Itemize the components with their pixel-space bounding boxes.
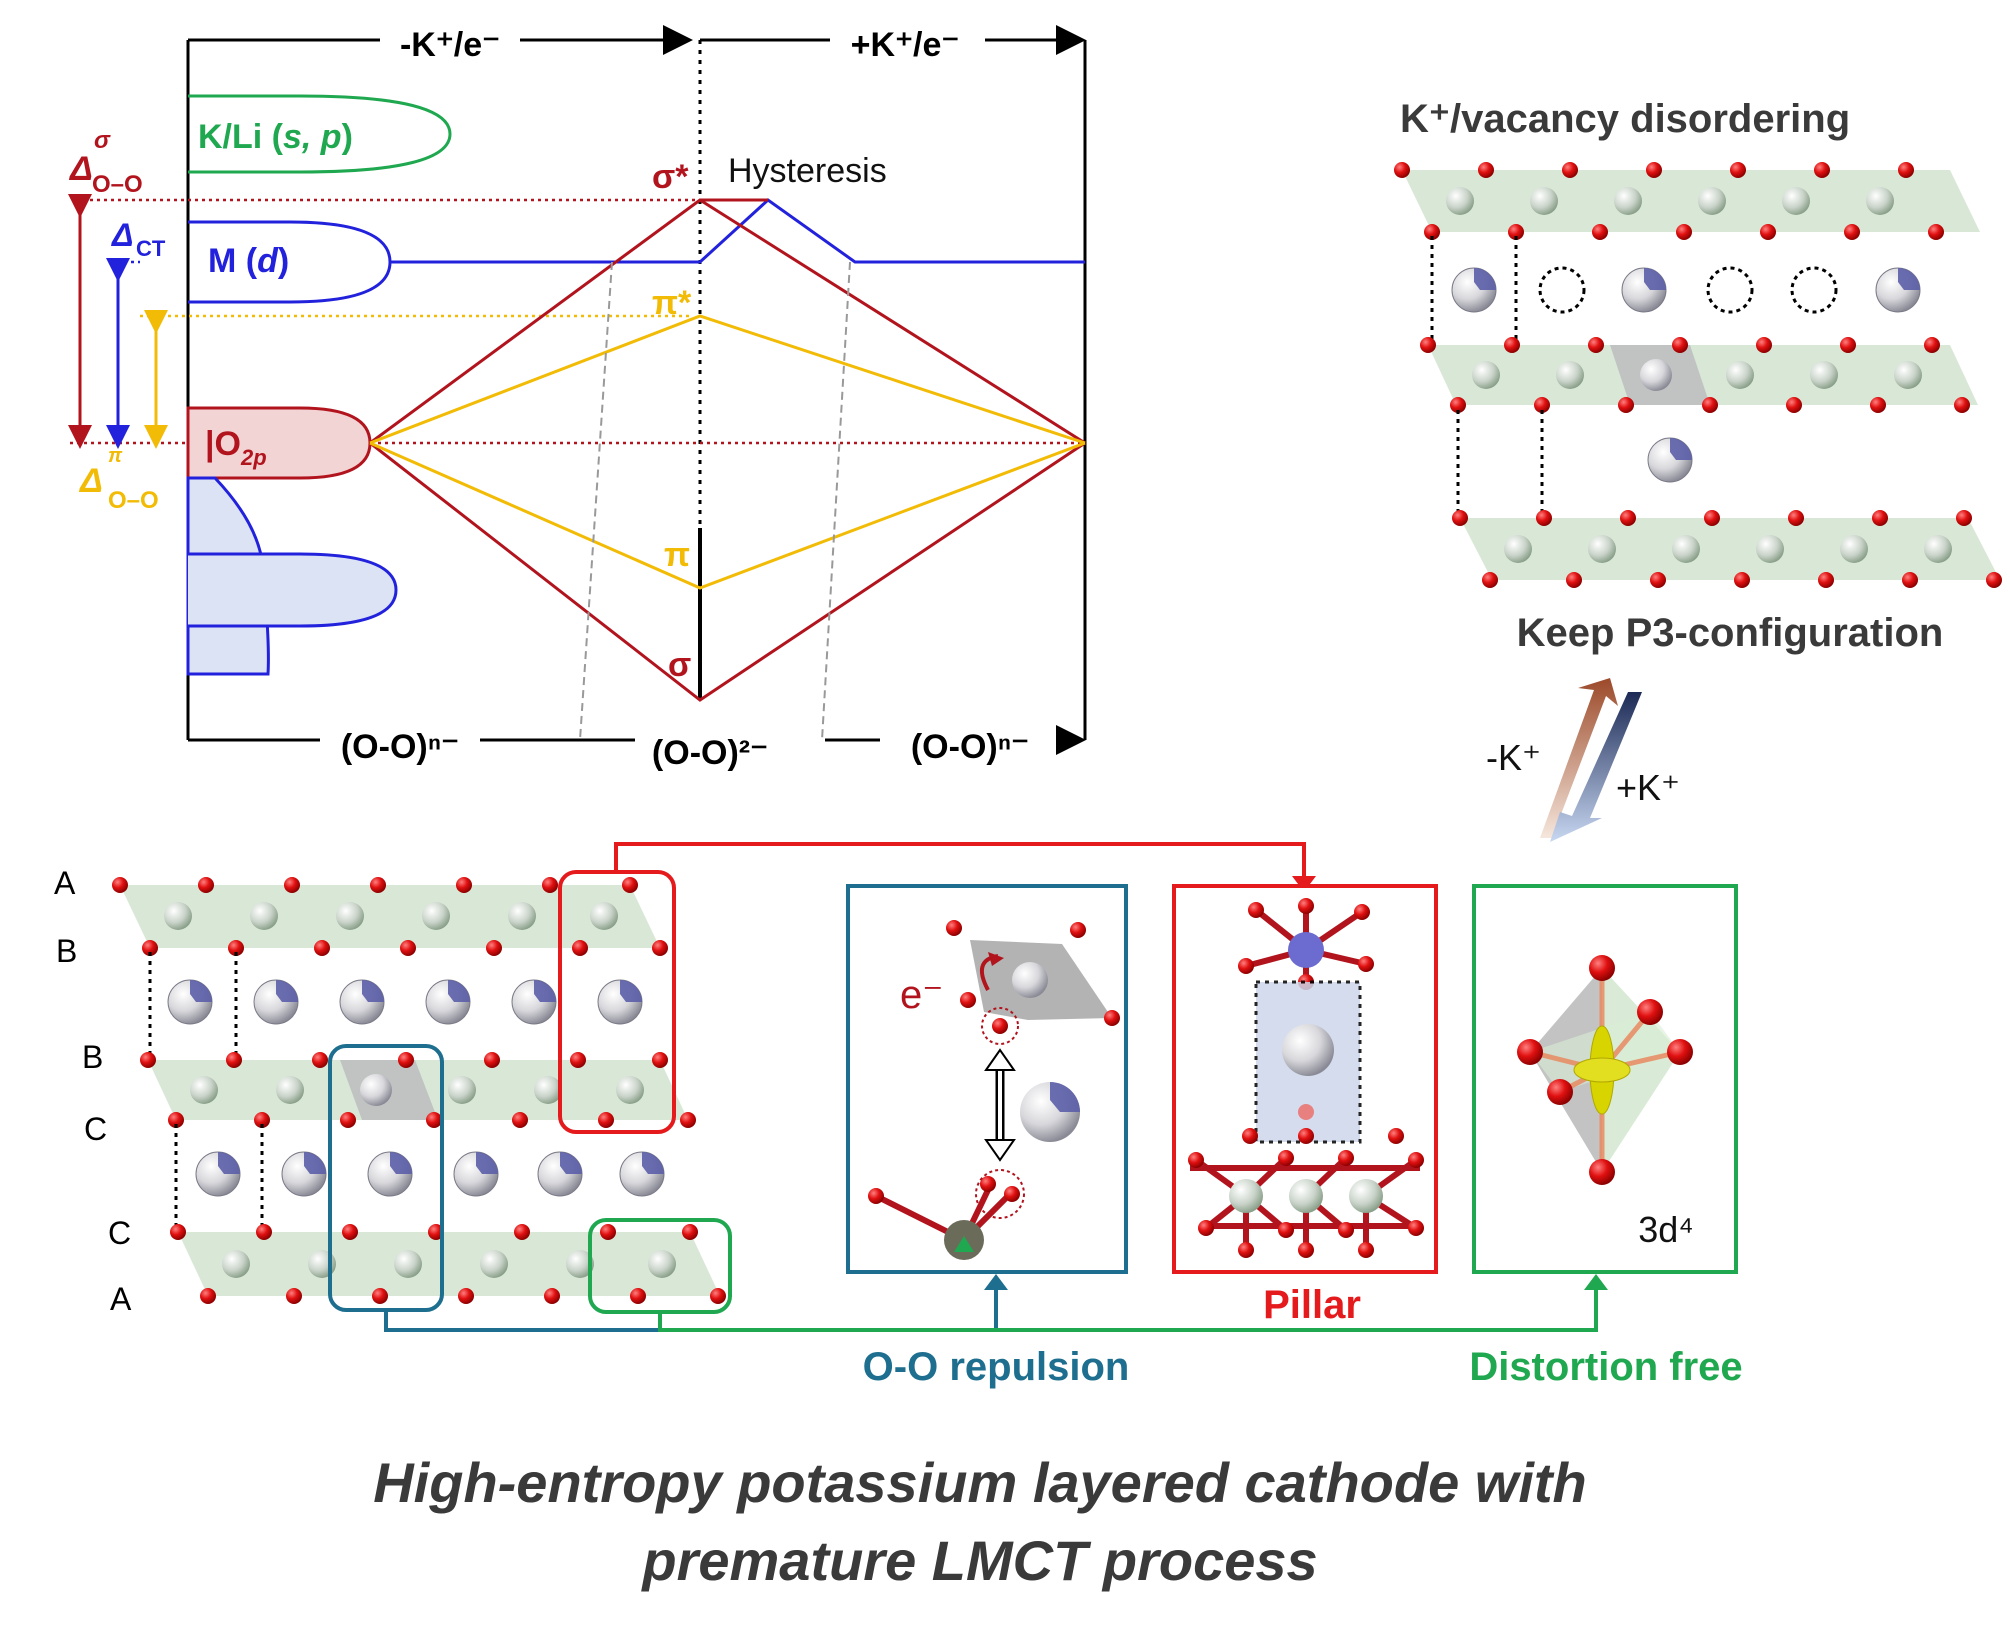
connectors [384,842,1608,1332]
electron-config-label: 3d⁴ [1638,1209,1694,1250]
delta-ct-label: Δ [111,217,133,253]
pi-star-line [369,314,1086,445]
title-line-1: High-entropy potassium layered cathode w… [373,1451,1587,1514]
bottom-center-label: (O-O)²⁻ [652,734,768,772]
o2p-label: |O2p [205,425,267,470]
oo-repulsion-label: O-O repulsion [863,1345,1130,1389]
delta-ct-sub: CT [136,236,166,261]
top-left-label: -K⁺/e⁻ [400,26,500,64]
m-level-line [390,198,1085,264]
stacking-label-b-2: B [82,1039,103,1075]
inset-distortion-free: 3d⁴ Distortion free [1469,884,1743,1389]
delta-sigma-sub: O–O [92,171,143,198]
top-layer1-atoms [1394,162,1944,240]
bottom-structure: A B B C C A [54,865,732,1317]
deintercalation-arrow [1540,678,1618,838]
hysteresis-label: Hysteresis [728,152,887,190]
stacking-label-a-bottom: A [110,1281,132,1317]
inset-pillar: Pillar [1172,884,1438,1327]
minus-k-label: -K⁺ [1486,737,1541,778]
top-layer2-atoms [1420,337,1970,413]
pi-label: π [664,536,690,574]
footer-title: High-entropy potassium layered cathode w… [373,1451,1587,1592]
pi-line [369,441,1086,590]
top-structure-title: K⁺/vacancy disordering [1400,97,1850,141]
sigma-line [369,441,1086,702]
title-line-2: premature LMCT process [640,1529,1317,1592]
top-k-ions-row1 [1451,266,1921,314]
plus-k-label: +K⁺ [1616,767,1680,808]
bottom-k-ions-row2 [195,1151,665,1197]
top-layer3-atoms [1452,510,2002,588]
stacking-label-c-2: C [108,1215,131,1251]
m-d-label: M (d) [208,242,289,280]
pillar-label: Pillar [1263,1283,1361,1327]
top-structure: K⁺/vacancy disordering [1394,97,2002,655]
kli-band [188,94,452,174]
bottom-k-ions-row1 [167,979,643,1025]
delta-sigma-label: Δ [68,150,93,188]
distortion-free-label: Distortion free [1469,1345,1742,1389]
top-right-label: +K⁺/e⁻ [851,26,960,64]
bottom-right-label: (O-O)ⁿ⁻ [911,728,1029,766]
sigma-star-line [369,198,768,445]
bottom-layer1-atoms [112,877,668,956]
delta-sigma-sup: σ [94,127,111,154]
stacking-label-c-1: C [84,1111,107,1147]
stacking-label-b-1: B [56,933,77,969]
sigma-star-label: σ* [652,158,689,196]
sigma-label: σ [668,646,691,684]
bottom-layer3-atoms [170,1224,726,1304]
inset-oo-repulsion: e⁻ O-O repulsion [846,884,1130,1389]
delta-pi-sub: O–O [108,487,159,514]
top-structure-caption: Keep P3-configuration [1517,611,1944,655]
bottom-left-label: (O-O)ⁿ⁻ [341,728,459,766]
insertion-arrows: -K⁺ +K⁺ [1486,678,1680,842]
delta-pi-sup: π [108,445,123,467]
mo-diagram: -K⁺/e⁻ +K⁺/e⁻ (O-O)ⁿ⁻ (O-O)²⁻ (O-O)ⁿ⁻ Δ … [68,25,1087,772]
delta-pi-label: Δ [78,462,103,500]
stacking-label-a-top: A [54,865,76,901]
bottom-layer2-atoms [140,1052,696,1128]
pi-star-label: π* [652,284,692,322]
intercalation-arrow [1550,692,1642,842]
kli-label: K/Li (s, p) [198,118,353,156]
electron-label: e⁻ [900,973,943,1017]
